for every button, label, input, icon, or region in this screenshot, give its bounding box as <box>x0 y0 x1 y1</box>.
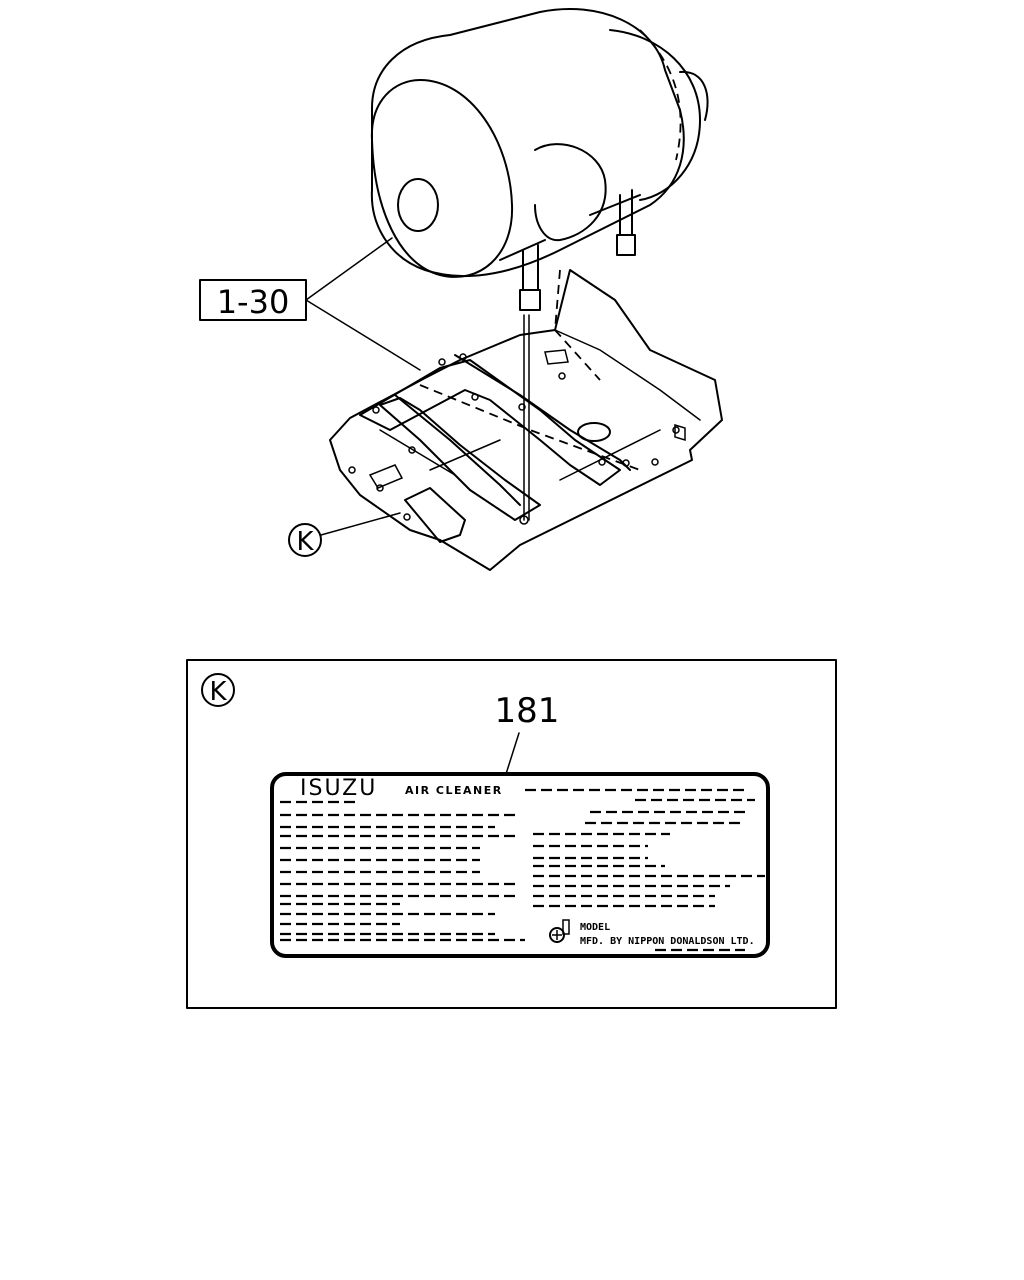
label-product: AIR CLEANER <box>405 784 503 797</box>
inset-detail-circle <box>201 673 235 707</box>
part-number-label: 181 <box>495 691 560 731</box>
leader-line <box>305 299 421 371</box>
detail-inset: K 181 ISUZU AIR CLEANER <box>186 659 837 1009</box>
label-model-caption: MODEL <box>580 922 610 933</box>
detail-letter: K <box>296 527 314 557</box>
detail-circle <box>288 523 322 557</box>
leader-line <box>305 237 393 301</box>
air-cleaner-drawing <box>370 8 709 521</box>
manufacturer-logo-icon <box>549 919 570 943</box>
bracket-panel-drawing <box>329 269 723 571</box>
label-brand: ISUZU <box>300 776 377 801</box>
assembly-callout: 1-30 <box>199 237 421 371</box>
inset-detail-letter: K <box>209 677 227 707</box>
assembly-ref-label: 1-30 <box>217 283 290 321</box>
inset-frame <box>186 659 837 1009</box>
leader-line <box>320 512 401 536</box>
label-plate <box>270 772 770 958</box>
detail-callout: K <box>288 512 401 557</box>
label-manufacturer: MFD. BY NIPPON DONALDSON LTD. <box>580 936 755 947</box>
label-placeholder-lines <box>280 788 765 952</box>
part-leader-line <box>505 732 520 775</box>
